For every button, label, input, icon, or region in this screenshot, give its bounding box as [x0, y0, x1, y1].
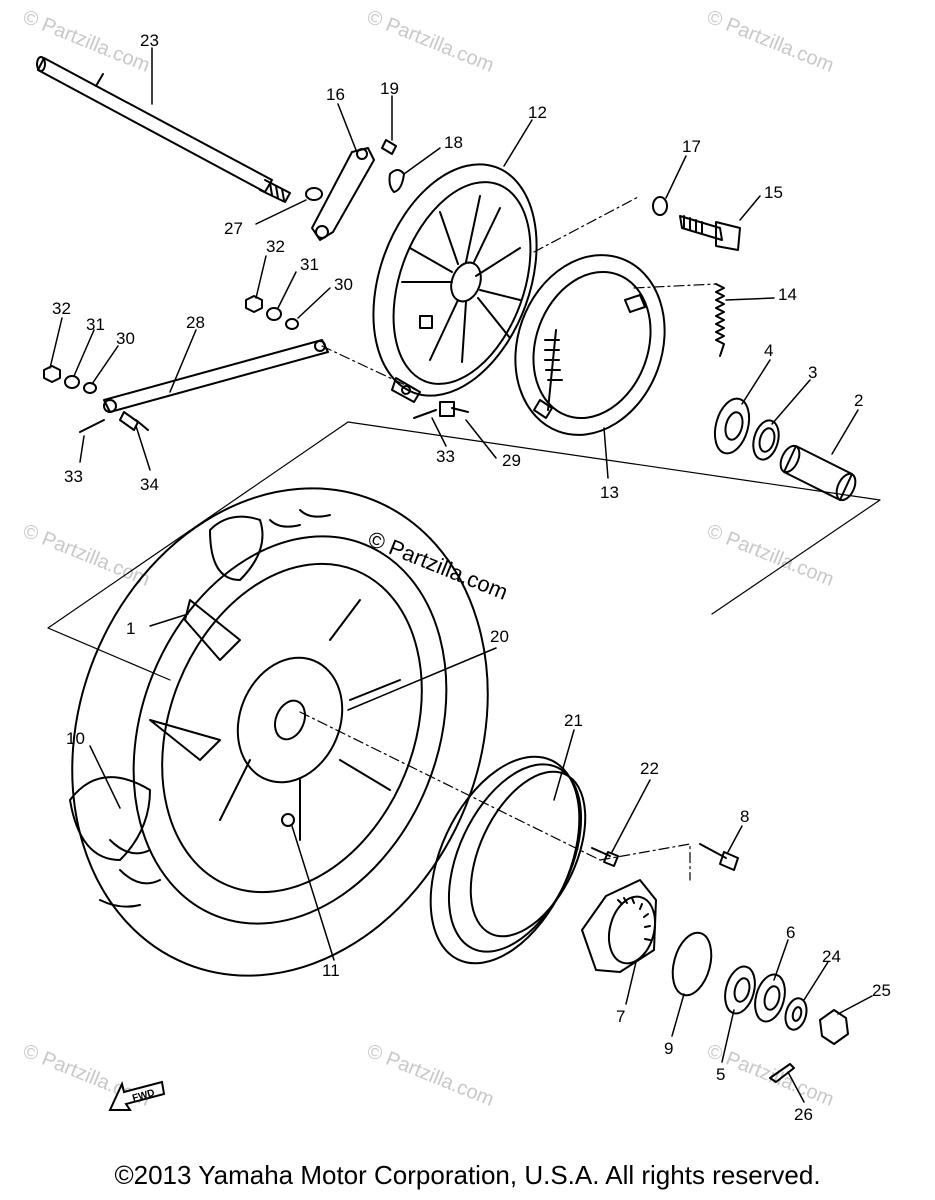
bearing-6: [754, 973, 786, 1023]
callout-26: 26: [794, 1105, 813, 1124]
callout-9: 9: [664, 1039, 673, 1058]
callout-29: 29: [502, 451, 521, 470]
callout-28: 28: [186, 313, 205, 332]
washer-30-left: [83, 382, 97, 394]
callout-10: 10: [66, 729, 85, 748]
callout-31-right: 31: [300, 255, 319, 274]
callout-30-right: 30: [334, 275, 353, 294]
callout-1: 1: [126, 619, 135, 638]
callout-2: 2: [854, 391, 863, 410]
washer-27: [305, 187, 323, 201]
rear-axle: [36, 56, 291, 203]
callout-25: 25: [872, 981, 891, 1000]
brake-drum-cover: [429, 755, 587, 965]
return-spring: [715, 283, 725, 357]
callout-5: 5: [716, 1065, 725, 1084]
callout-31-left: 31: [86, 315, 105, 334]
callout-19: 19: [380, 79, 399, 98]
clutch-hub: [581, 879, 657, 973]
washer-31-left: [64, 375, 80, 389]
copyright-notice: ©2013 Yamaha Motor Corporation, U.S.A. A…: [114, 1160, 821, 1190]
nut-32-left: [43, 365, 61, 383]
camshaft-lever: [311, 147, 375, 241]
bolt-34: [119, 411, 149, 431]
callout-3: 3: [808, 363, 817, 382]
rear-wheel-tire: [69, 487, 489, 977]
nut-32-right: [245, 295, 263, 313]
cotter-pin-26: [769, 1063, 795, 1083]
washer-30-right: [285, 318, 299, 330]
callout-14: 14: [778, 285, 797, 304]
washer-17: [652, 196, 668, 216]
callout-18: 18: [444, 133, 463, 152]
callout-34: 34: [140, 475, 159, 494]
callout-30-left: 30: [116, 329, 135, 348]
oil-seal-3: [752, 419, 780, 461]
callout-16: 16: [326, 85, 345, 104]
callout-7: 7: [616, 1007, 625, 1026]
brake-camshaft: [679, 215, 741, 251]
brake-shoe-plate: [372, 163, 538, 403]
forward-arrow-icon: FWD: [108, 1080, 166, 1111]
cotter-pin-33-right: [413, 409, 437, 419]
wear-indicator-18: [388, 169, 405, 193]
cotter-pin-33-left: [79, 419, 105, 433]
axle-nut-25: [819, 1009, 849, 1045]
callout-4: 4: [764, 341, 773, 360]
bearing-4: [713, 397, 751, 455]
callout-12: 12: [528, 103, 547, 122]
callout-8: 8: [740, 807, 749, 826]
callout-17: 17: [682, 137, 701, 156]
callout-11: 11: [322, 961, 340, 980]
washer-24: [784, 997, 808, 1031]
washer-31-right: [266, 307, 282, 321]
bearing-5: [724, 965, 756, 1015]
callout-20: 20: [490, 627, 509, 646]
tension-bar: [103, 339, 329, 413]
brake-shoes: [514, 254, 666, 436]
callout-32-left: 32: [52, 299, 71, 318]
callout-23: 23: [140, 31, 159, 50]
callout-33-left: 33: [64, 467, 83, 486]
callout-24: 24: [822, 947, 841, 966]
callout-13: 13: [600, 483, 619, 502]
bolt-22: [591, 847, 619, 867]
callout-21: 21: [564, 711, 583, 730]
bolt-19: [381, 139, 397, 155]
collar-2: [779, 444, 857, 502]
bolt-29: [439, 401, 469, 417]
callout-6: 6: [786, 923, 795, 942]
callout-32-right: 32: [266, 237, 285, 256]
callout-22: 22: [640, 759, 659, 778]
callout-33-right: 33: [436, 447, 455, 466]
callout-27: 27: [224, 219, 243, 238]
o-ring-9: [671, 931, 713, 997]
callout-15: 15: [764, 183, 783, 202]
bolt-8: [699, 843, 739, 871]
